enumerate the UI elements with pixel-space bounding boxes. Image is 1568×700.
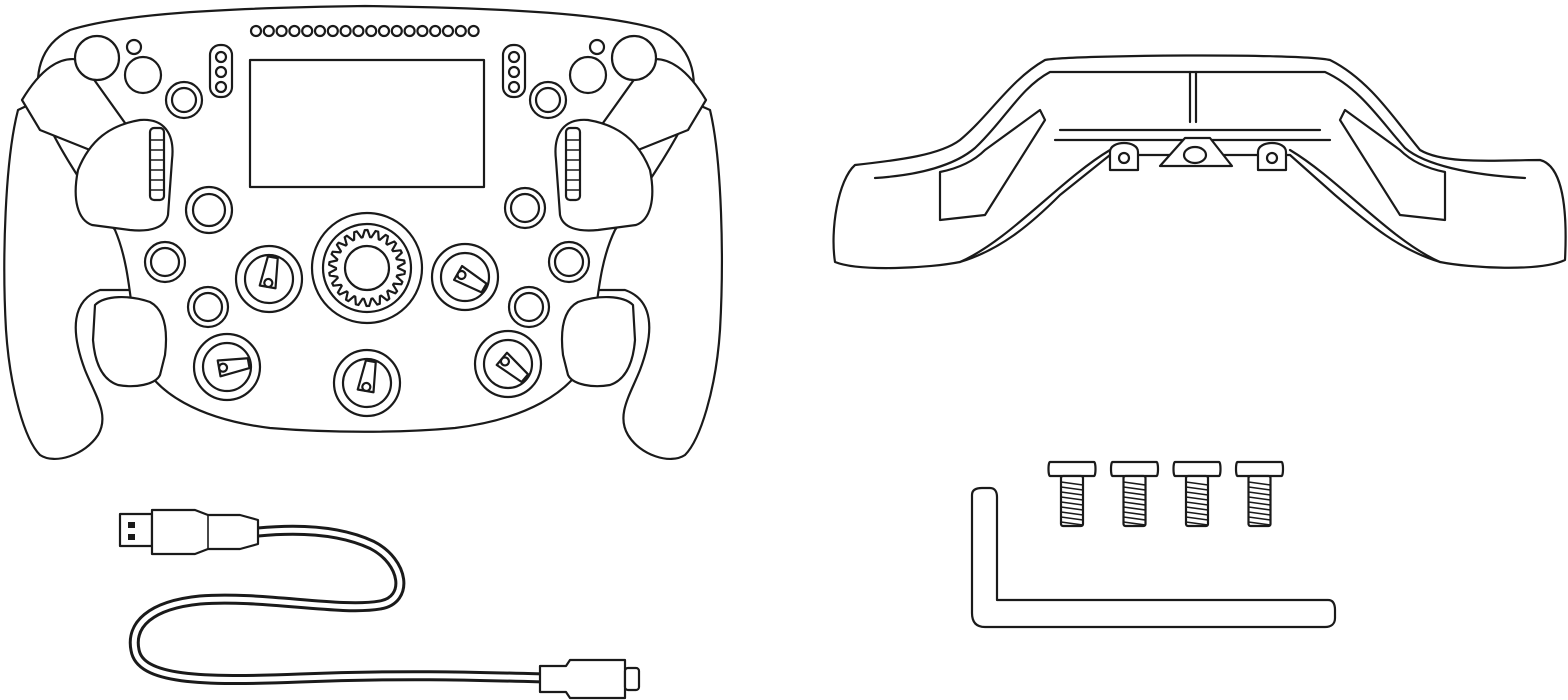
shift-light xyxy=(313,24,327,38)
usb-c-plug xyxy=(538,658,641,700)
right-thumb-encoder xyxy=(564,126,582,202)
shift-light xyxy=(326,24,339,38)
usb-a-plug xyxy=(118,508,260,556)
shift-light xyxy=(262,24,275,38)
bracket-mounting-tabs xyxy=(1108,136,1288,172)
shift-light xyxy=(467,24,480,38)
usb-cable xyxy=(118,508,641,700)
steering-wheel xyxy=(3,4,723,460)
shift-light xyxy=(339,24,352,38)
shift-light xyxy=(429,24,442,38)
bracket-inner-rim xyxy=(873,70,1527,180)
shift-light xyxy=(441,24,455,38)
top-right-buttons xyxy=(528,34,658,120)
left-paddle xyxy=(74,118,174,232)
shift-light xyxy=(249,24,263,38)
screw xyxy=(1234,460,1285,528)
shift-light xyxy=(365,24,378,38)
shift-light xyxy=(288,24,301,38)
rotary-dial xyxy=(192,332,262,402)
shift-light xyxy=(377,24,391,38)
shift-light xyxy=(352,24,365,38)
center-knob xyxy=(310,211,424,325)
bracket-right-face xyxy=(1338,108,1447,222)
rotary-dials xyxy=(192,242,543,418)
screw-set xyxy=(1047,460,1285,528)
right-indicator-column xyxy=(501,43,527,99)
top-left-buttons xyxy=(73,34,204,120)
shift-light xyxy=(403,24,416,38)
allen-key xyxy=(970,486,1337,629)
screw xyxy=(1172,460,1222,528)
shift-light xyxy=(301,24,314,38)
shift-light xyxy=(275,24,288,38)
rotary-dial xyxy=(332,348,402,418)
shift-light xyxy=(454,24,467,38)
shift-lights xyxy=(249,24,480,38)
left-thumb-encoder xyxy=(148,126,166,202)
rotary-dial xyxy=(234,244,304,314)
screw xyxy=(1109,460,1160,528)
mounting-bracket xyxy=(832,54,1567,270)
rotary-dial xyxy=(473,329,543,399)
rotary-dial xyxy=(430,242,500,312)
screw xyxy=(1047,460,1097,528)
display-screen xyxy=(248,58,486,189)
left-indicator-column xyxy=(208,43,234,99)
shift-light xyxy=(390,24,403,38)
bracket-left-face xyxy=(938,108,1047,222)
push-buttons xyxy=(143,185,591,329)
left-thumb-pad xyxy=(91,296,168,388)
shift-light xyxy=(416,24,429,38)
right-thumb-pad xyxy=(560,296,637,388)
